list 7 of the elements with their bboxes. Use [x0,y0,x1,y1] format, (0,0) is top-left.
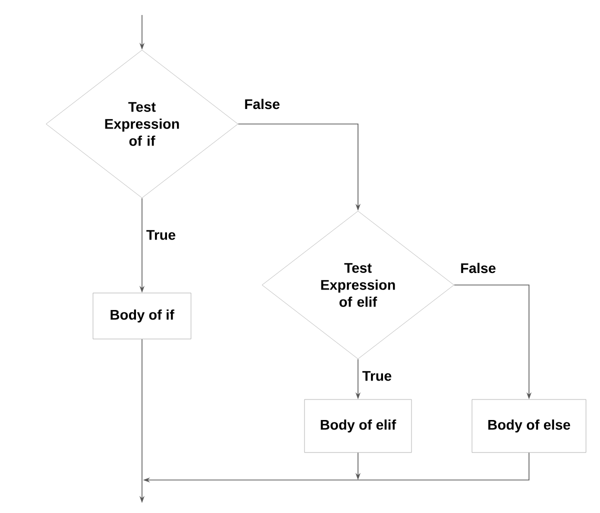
edge-label: False [459,262,497,274]
process-box: Body of else [472,399,586,453]
process-box: Body of if [92,292,192,340]
process-box: Body of elif [304,399,412,453]
edge-label: True [145,229,177,241]
edge-label: True [361,370,393,382]
edge-label: False [243,98,281,110]
